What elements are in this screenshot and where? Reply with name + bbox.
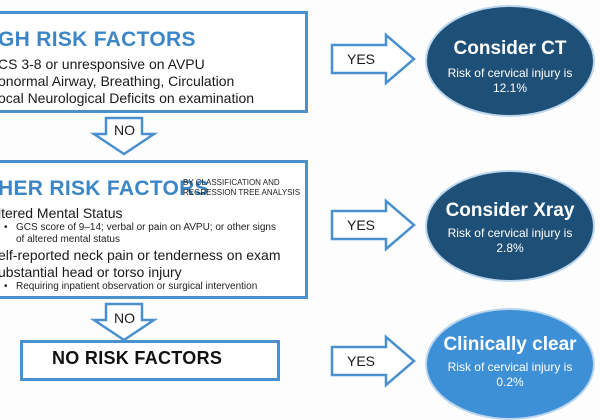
outcome-clear-risk-value: 0.2%	[496, 375, 524, 389]
down-arrow-icon	[89, 302, 159, 342]
outcome-xray-risk-label: Risk of cervical injury is	[447, 226, 573, 240]
outcome-ct: Consider CT Risk of cervical injury is 1…	[425, 5, 595, 117]
bullet-1: •	[4, 222, 8, 233]
no-label-1: NO	[114, 122, 135, 138]
no-risk-box	[20, 340, 280, 381]
other-risk-item-mental-sub2: of altered mental status	[16, 234, 120, 245]
outcome-ct-risk-label: Risk of cervical injury is	[447, 66, 573, 80]
yes-label-3: YES	[347, 353, 376, 369]
outcome-clear-risk-label: Risk of cervical injury is	[447, 360, 573, 374]
high-risk-item-neuro: ocal Neurological Deficits on examinatio…	[0, 90, 255, 106]
bullet-2: •	[4, 281, 8, 292]
yes-label-2: YES	[347, 217, 376, 233]
other-risk-box	[0, 160, 308, 299]
high-risk-title: GH RISK FACTORS	[0, 28, 196, 51]
other-risk-item-neck: elf-reported neck pain or tenderness on …	[0, 247, 281, 263]
outcome-clear: Clinically clear Risk of cervical injury…	[425, 308, 595, 420]
other-risk-title: HER RISK FACTORS	[0, 177, 209, 200]
other-risk-item-mental-sub1: GCS score of 9–14; verbal or pain on AVP…	[16, 222, 276, 233]
outcome-ct-risk-value: 12.1%	[492, 81, 528, 95]
other-risk-item-injury-sub: Requiring inpatient observation or surgi…	[16, 281, 258, 292]
no-risk-title: NO RISK FACTORS	[52, 348, 223, 368]
right-arrow-icon	[330, 198, 416, 252]
down-arrow-icon	[89, 116, 159, 156]
no-label-2: NO	[114, 310, 135, 326]
right-arrow-icon	[330, 32, 416, 86]
outcome-ct-title: Consider CT	[453, 38, 567, 59]
other-risk-item-injury: ubstantial head or torso injury	[0, 264, 182, 280]
right-arrow-icon	[330, 334, 416, 388]
outcome-clear-title: Clinically clear	[443, 334, 577, 355]
high-risk-item-airway: onormal Airway, Breathing, Circulation	[0, 73, 235, 89]
other-risk-note-line1: BY CLASSIFICATION AND	[183, 178, 280, 187]
other-risk-item-mental: ltered Mental Status	[0, 205, 123, 221]
yes-label-1: YES	[347, 51, 376, 67]
outcome-xray: Consider Xray Risk of cervical injury is…	[425, 170, 595, 282]
other-risk-note-line2: REGRESSION TREE ANALYSIS	[183, 188, 301, 197]
outcome-xray-title: Consider Xray	[445, 200, 575, 221]
high-risk-item-gcs: CS 3-8 or unresponsive on AVPU	[0, 56, 205, 72]
high-risk-box	[0, 11, 308, 113]
outcome-xray-risk-value: 2.8%	[496, 241, 524, 255]
